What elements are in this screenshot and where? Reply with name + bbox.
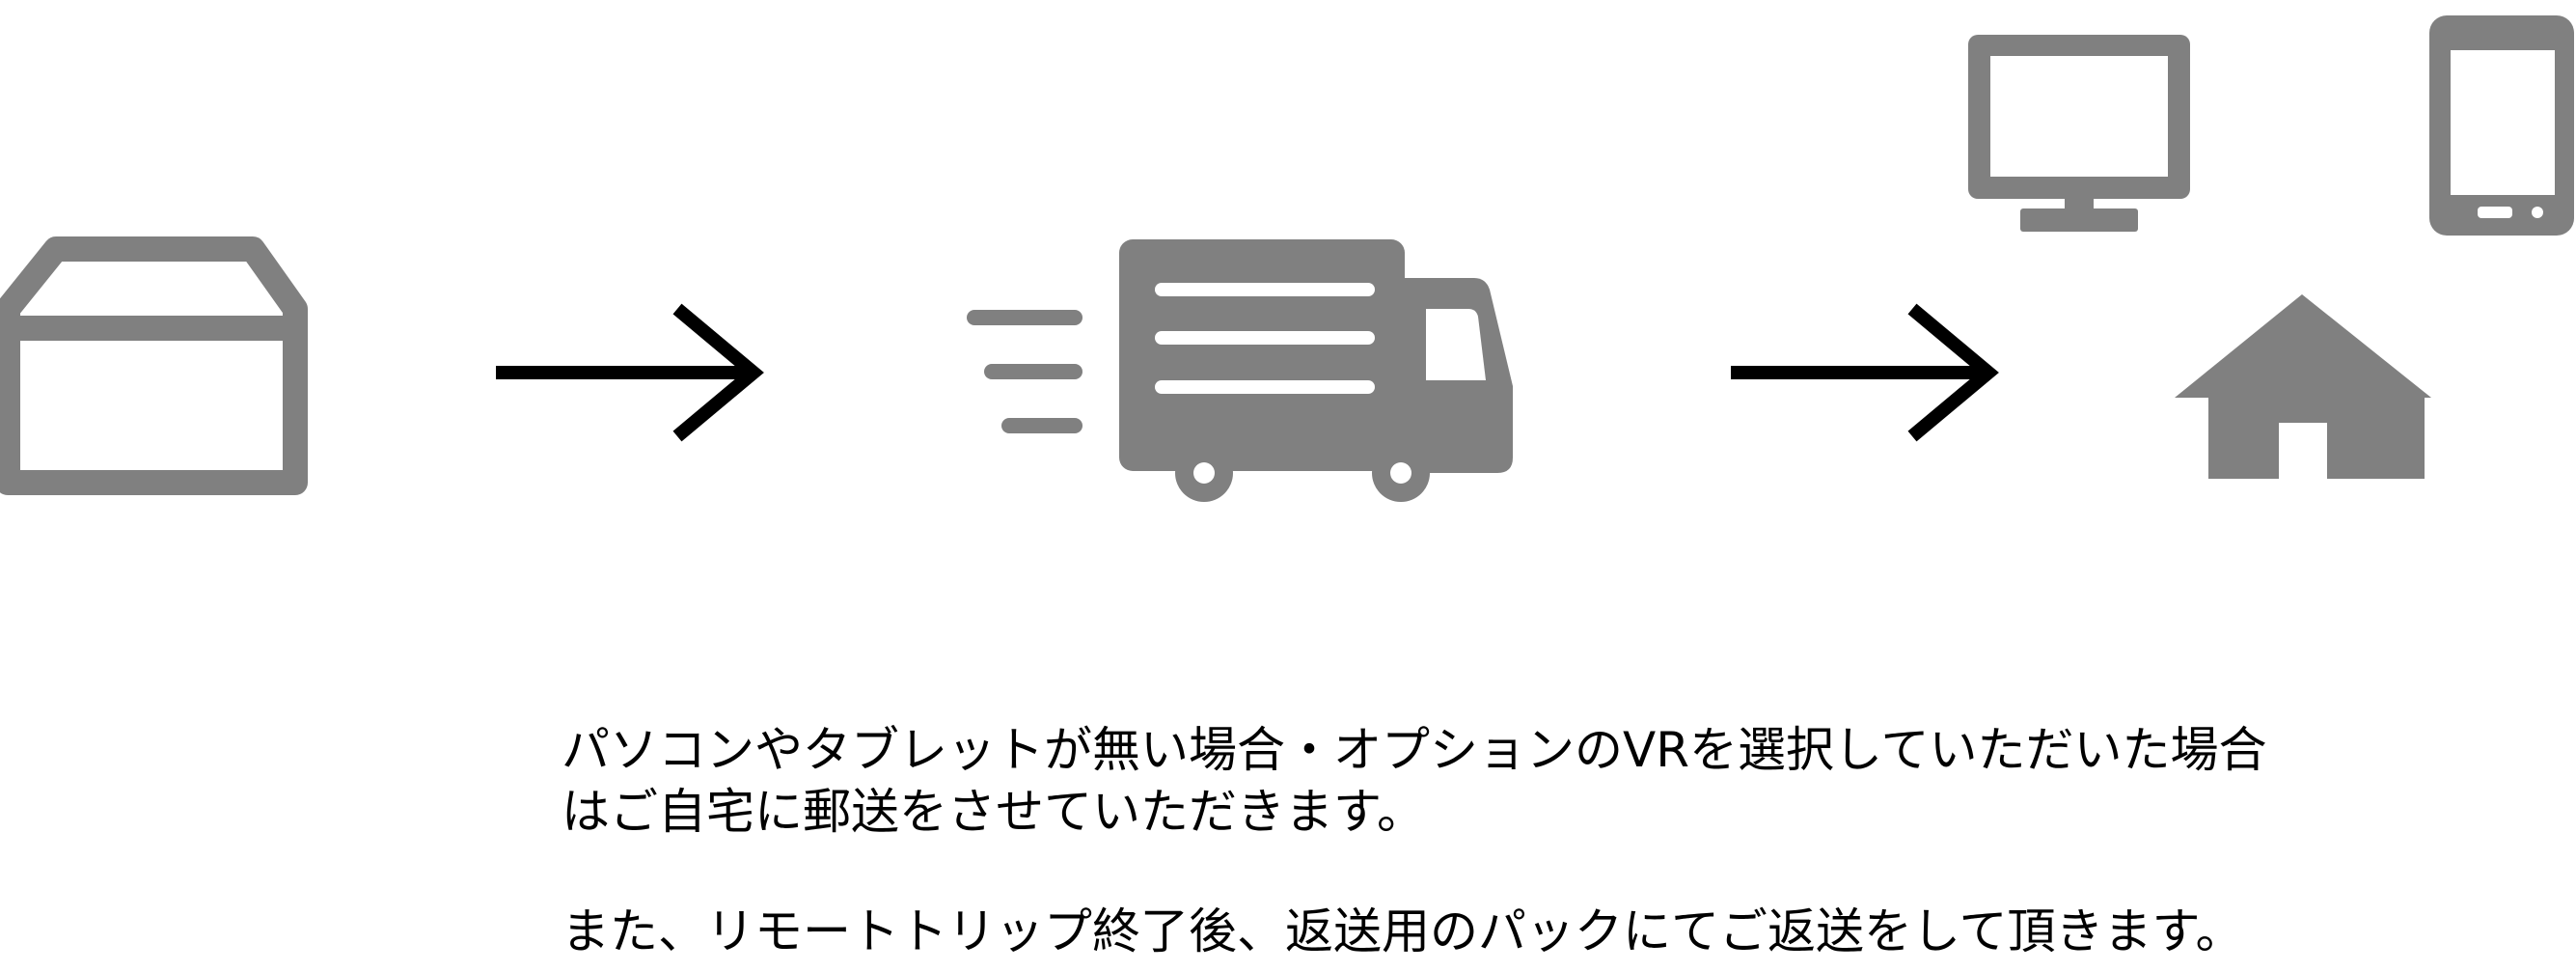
paragraph2: また、リモートトリップ終了後、返送用のパックにてご返送をして頂きます。	[562, 903, 2244, 959]
desktop-monitor-icon	[1968, 35, 2190, 232]
home-icon	[2175, 294, 2431, 479]
arrow-right-icon	[1731, 303, 1999, 442]
speed-lines	[967, 310, 1082, 433]
description-text: パソコンやタブレットが無い場合・オプションのVRを選択していただいた場合 はご自…	[562, 719, 2491, 962]
paragraph1-line2: はご自宅に郵送をさせていただきます。	[562, 784, 1425, 840]
delivery-truck-icon	[1119, 239, 1513, 502]
paragraph-spacer	[562, 843, 2491, 901]
paragraph1-line1: パソコンやタブレットが無い場合・オプションのVRを選択していただいた場合	[562, 722, 2267, 778]
box-icon	[0, 236, 308, 495]
smartphone-icon	[2429, 15, 2574, 236]
arrow-right-icon	[496, 303, 764, 442]
